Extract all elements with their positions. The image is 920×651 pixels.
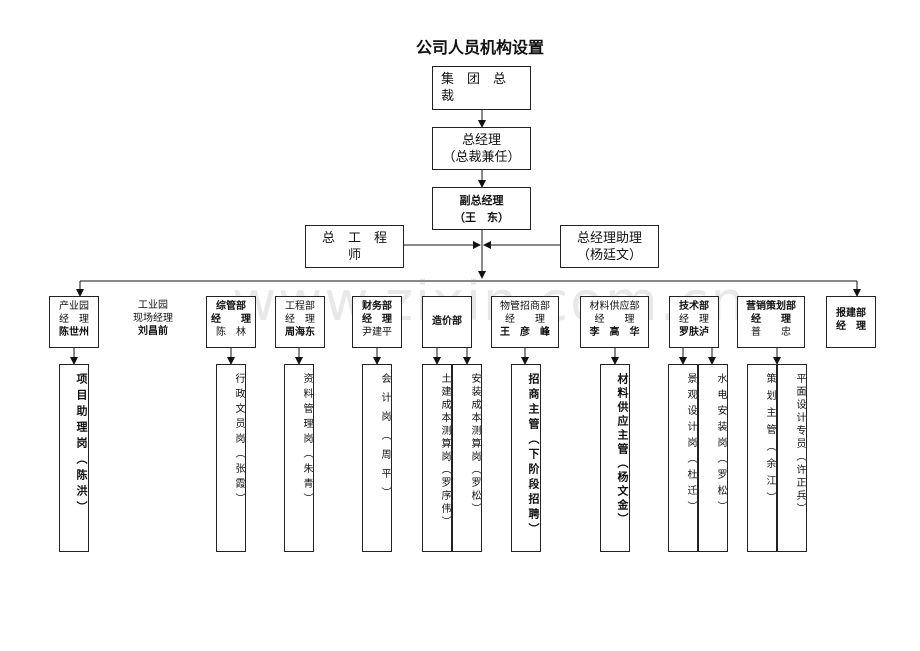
dept-marketing: 营销策划部 经 理 普 忠 xyxy=(737,296,805,348)
position-plumbing-electrical: 水电安装岗（罗松） xyxy=(698,364,728,552)
dept-general-admin: 综管部 经 理 陈 林 xyxy=(206,296,256,348)
dept-person: 普 忠 xyxy=(751,327,791,338)
position-installation-cost-estimator: 安装成本测算岗（罗松） xyxy=(452,364,482,552)
dept-role: 经 理 xyxy=(59,314,89,325)
dept-industrial-park-site: 工业园 现场经理 刘昌前 xyxy=(128,296,178,348)
dept-name: 材料供应部 xyxy=(589,301,640,312)
node-gm-line2: （总裁兼任） xyxy=(442,150,521,165)
node-gma-line2: （杨廷文） xyxy=(576,248,642,263)
dept-person: 陈 林 xyxy=(216,327,246,338)
position-planning-supervisor: 策划主管（余江） xyxy=(747,364,777,552)
dept-industrial-park: 产业园 经 理 陈世州 xyxy=(49,296,99,348)
dept-name: 综管部 xyxy=(216,301,246,312)
node-general-manager: 总经理 （总裁兼任） xyxy=(432,127,531,170)
position-records-management: 资料管理岗（朱青） xyxy=(284,364,314,552)
dept-property-leasing: 物管招商部 经 理 王 彦 峰 xyxy=(491,296,559,348)
dept-role: 经 理 xyxy=(285,314,315,325)
position-admin-clerk: 行政文员岗（张霞） xyxy=(216,364,246,552)
node-president-line2: 裁 xyxy=(441,89,455,104)
dept-role: 现场经理 xyxy=(133,313,173,324)
dept-name: 造价部 xyxy=(432,316,462,327)
dept-person: 王 彦 峰 xyxy=(500,327,550,338)
dept-role: 经 理 xyxy=(679,314,709,325)
node-ce-line2: 师 xyxy=(347,248,361,263)
dept-person: 李 高 华 xyxy=(589,327,640,338)
dept-person: 周海东 xyxy=(285,327,315,338)
chart-title: 公司人员机构设置 xyxy=(415,38,544,57)
dept-name: 报建部 xyxy=(836,308,866,319)
node-vgm-line2: （王 东） xyxy=(454,211,509,224)
node-president-line1: 集 团 总 xyxy=(441,72,507,87)
dept-permits: 报建部 经 理 xyxy=(826,296,876,348)
dept-person: 罗肤泸 xyxy=(679,327,709,338)
node-president: 集 团 总 裁 xyxy=(432,66,531,110)
dept-name: 技术部 xyxy=(679,301,709,312)
position-landscape-design: 景观设计岗（杜迁） xyxy=(668,364,698,552)
dept-name: 产业园 xyxy=(59,301,89,312)
node-gma-line1: 总经理助理 xyxy=(576,231,642,246)
dept-role: 经 理 xyxy=(751,314,791,325)
dept-person: 尹建平 xyxy=(362,327,392,338)
dept-person: 陈世州 xyxy=(59,327,89,338)
node-gm-line1: 总经理 xyxy=(461,133,501,148)
position-leasing-supervisor: 招商主管（下阶段招聘） xyxy=(511,364,541,552)
position-material-supervisor: 材料供应主管（杨文金） xyxy=(600,364,630,552)
position-project-assistant: 项目助理岗（陈洪） xyxy=(59,364,89,552)
dept-finance: 财务部 经 理 尹建平 xyxy=(352,296,402,348)
dept-name: 工程部 xyxy=(285,301,315,312)
position-civil-cost-estimator: 土建成本测算岗（罗序伟） xyxy=(422,364,452,552)
dept-role: 经 理 xyxy=(594,314,635,325)
node-gm-assistant: 总经理助理 （杨廷文） xyxy=(560,225,659,268)
dept-material-supply: 材料供应部 经 理 李 高 华 xyxy=(580,296,649,348)
node-vgm-line1: 副总经理 xyxy=(459,194,504,207)
node-ce-line1: 总 工 程 xyxy=(321,231,387,246)
dept-name: 财务部 xyxy=(362,301,392,312)
dept-name: 工业园 xyxy=(138,300,168,311)
dept-technology: 技术部 经 理 罗肤泸 xyxy=(669,296,719,348)
dept-name: 营销策划部 xyxy=(746,301,796,312)
node-chief-engineer: 总 工 程 师 xyxy=(305,225,404,268)
dept-role: 经 理 xyxy=(836,321,866,332)
dept-name: 物管招商部 xyxy=(500,301,550,312)
dept-role: 经 理 xyxy=(362,314,392,325)
dept-role: 经 理 xyxy=(211,314,251,325)
dept-engineering: 工程部 经 理 周海东 xyxy=(275,296,325,348)
dept-person: 刘昌前 xyxy=(138,326,168,337)
node-vice-general-manager: 副总经理 （王 东） xyxy=(432,187,531,230)
dept-costing: 造价部 xyxy=(422,296,472,348)
position-accountant: 会计岗（周平） xyxy=(362,364,392,552)
position-graphic-designer: 平面设计专员（许正兵） xyxy=(777,364,807,552)
dept-role: 经 理 xyxy=(505,314,545,325)
